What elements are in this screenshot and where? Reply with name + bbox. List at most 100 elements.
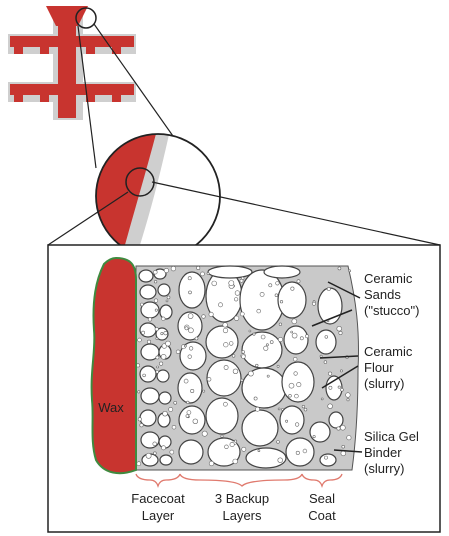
flour-particle xyxy=(174,401,177,404)
flour-particle xyxy=(337,427,340,430)
wax-label: Wax xyxy=(98,400,124,415)
wax-tree-assembly xyxy=(8,6,136,120)
flour-particle xyxy=(294,372,298,376)
stucco-grain xyxy=(140,366,156,382)
flour-particle xyxy=(138,418,141,421)
flour-particle xyxy=(267,375,269,377)
stucco-grain xyxy=(141,432,159,448)
flour-particle xyxy=(140,303,143,306)
flour-particle xyxy=(201,272,205,276)
flour-particle xyxy=(261,335,265,339)
flour-particle xyxy=(270,341,273,344)
stucco-grain xyxy=(160,455,172,465)
flour-particle xyxy=(342,445,345,448)
flour-particle xyxy=(156,371,159,374)
flour-particle xyxy=(172,425,176,429)
flour-particle xyxy=(291,331,293,333)
stucco-grain xyxy=(178,373,202,403)
flour-particle xyxy=(328,404,333,409)
flour-particle xyxy=(324,361,327,364)
flour-particle xyxy=(202,431,207,436)
flour-particle xyxy=(209,461,214,466)
ceramic-sands-label-line3: ("stucco") xyxy=(364,303,419,318)
stucco-grain xyxy=(140,285,156,299)
flour-particle xyxy=(154,299,158,303)
flour-particle xyxy=(324,456,327,459)
flour-particle xyxy=(159,362,162,365)
flour-particle xyxy=(188,314,193,319)
flour-particle xyxy=(347,436,351,440)
stucco-grain xyxy=(242,410,278,446)
stucco-grain xyxy=(280,406,304,434)
flour-particle xyxy=(207,272,209,274)
flour-particle xyxy=(276,282,280,286)
flour-particle xyxy=(277,365,279,367)
flour-particle xyxy=(161,446,165,450)
flour-particle xyxy=(349,270,351,272)
flour-particle xyxy=(278,458,283,463)
flour-particle xyxy=(321,398,323,400)
facecoat-label-line2: Layer xyxy=(142,508,175,523)
flour-particle xyxy=(153,442,157,446)
flour-particle xyxy=(293,357,297,361)
flour-particle xyxy=(340,388,343,391)
flour-particle xyxy=(154,452,157,455)
flour-particle xyxy=(229,342,233,346)
flour-particle xyxy=(223,402,227,406)
flour-particle xyxy=(154,280,157,283)
flour-particle xyxy=(189,347,193,351)
ceramic-sands-label-line2: Sands xyxy=(364,287,401,302)
flour-particle xyxy=(142,331,145,334)
flour-particle xyxy=(242,447,246,451)
flour-particle xyxy=(229,281,234,286)
flour-particle xyxy=(161,332,163,334)
flour-particle xyxy=(240,279,243,282)
stucco-grain xyxy=(329,412,343,428)
flour-particle xyxy=(329,386,332,389)
flour-particle xyxy=(209,312,213,316)
flour-particle xyxy=(212,281,217,286)
flour-particle xyxy=(340,425,345,430)
flour-particle xyxy=(140,424,143,427)
flour-particle xyxy=(297,382,301,386)
flour-particle xyxy=(138,338,142,342)
flour-particle xyxy=(278,408,280,410)
flour-particle xyxy=(169,407,173,411)
flour-particle xyxy=(233,459,238,464)
flour-particle xyxy=(258,450,260,452)
flour-particle xyxy=(289,383,294,388)
flour-particle xyxy=(275,294,278,297)
flour-particle xyxy=(155,327,158,330)
flour-particle xyxy=(187,401,190,404)
silica-binder-label-line2: Binder xyxy=(364,445,402,460)
flour-particle xyxy=(153,270,157,274)
flour-particle xyxy=(295,394,299,398)
stucco-grain xyxy=(140,323,156,337)
stucco-grain xyxy=(179,440,203,464)
flour-particle xyxy=(304,408,307,411)
flour-particle xyxy=(223,323,228,328)
flour-particle xyxy=(302,405,305,408)
seal-label-line2: Coat xyxy=(308,508,336,523)
stucco-grain xyxy=(207,360,241,396)
flour-particle xyxy=(195,337,198,340)
flour-particle xyxy=(234,298,238,302)
stucco-grain xyxy=(310,422,330,442)
stucco-grain xyxy=(179,406,205,434)
flour-particle xyxy=(313,435,315,437)
flour-particle xyxy=(337,326,342,331)
flour-particle xyxy=(232,355,235,358)
flour-particle xyxy=(300,337,303,340)
flour-particle xyxy=(187,411,191,415)
stucco-grain xyxy=(179,272,205,308)
flour-particle xyxy=(148,318,152,322)
flour-particle xyxy=(292,333,297,338)
silica-binder-label-line3: (slurry) xyxy=(364,461,404,476)
flour-particle xyxy=(340,370,342,372)
flour-particle xyxy=(242,351,245,354)
flour-particle xyxy=(197,266,200,269)
flour-particle xyxy=(155,309,157,311)
stucco-grain xyxy=(141,388,159,404)
flour-particle xyxy=(282,408,284,410)
flour-particle xyxy=(193,419,198,424)
